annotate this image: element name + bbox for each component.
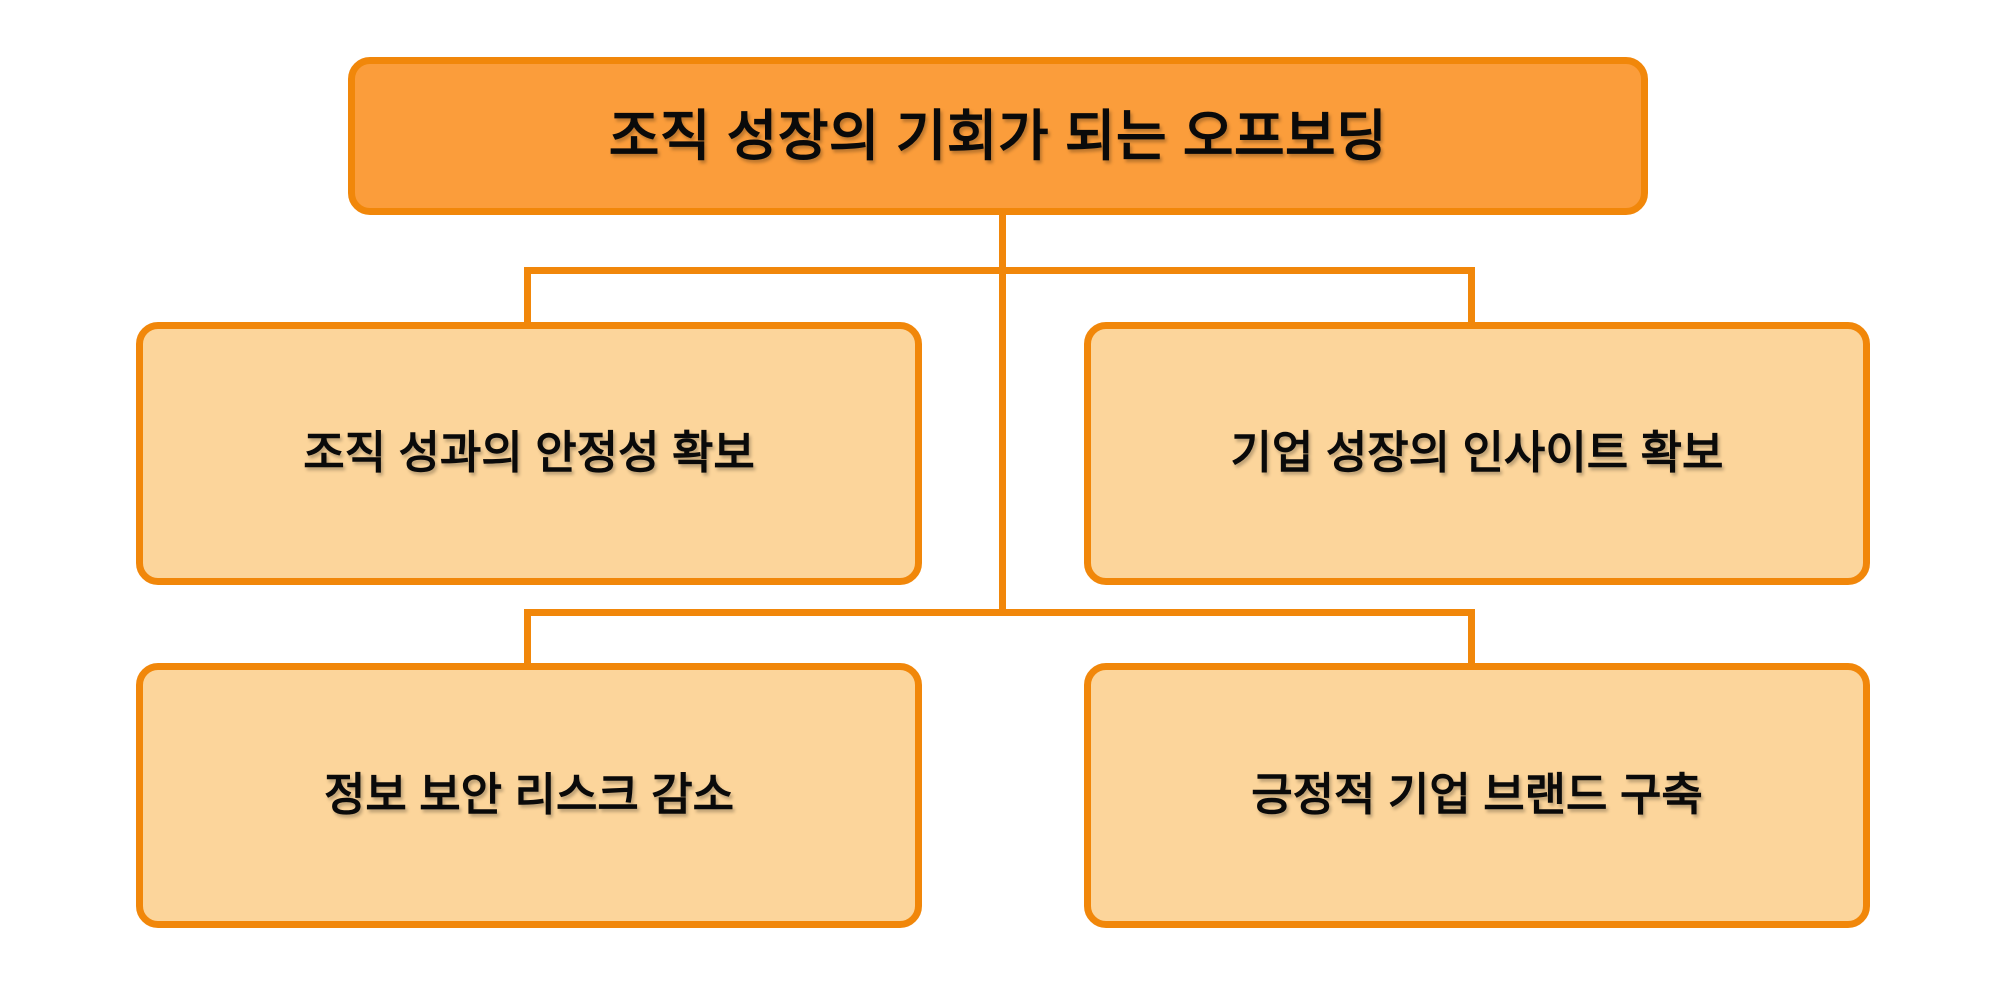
child-node-security-risk: 정보 보안 리스크 감소	[136, 663, 922, 928]
connector-lower-right-drop	[1468, 609, 1475, 669]
connector-upper-left-drop	[524, 267, 531, 327]
child-node-performance-stability: 조직 성과의 안정성 확보	[136, 322, 922, 585]
connector-trunk-vertical	[999, 212, 1006, 616]
child-node-label: 조직 성과의 안정성 확보	[303, 427, 755, 479]
child-node-label: 긍정적 기업 브랜드 구축	[1251, 769, 1703, 821]
connector-lower-left-drop	[524, 609, 531, 669]
connector-upper-right-drop	[1468, 267, 1475, 327]
child-node-growth-insight: 기업 성장의 인사이트 확보	[1084, 322, 1870, 585]
connector-lower-horizontal	[524, 609, 1475, 616]
child-node-label: 기업 성장의 인사이트 확보	[1230, 427, 1724, 479]
root-node-label: 조직 성장의 기회가 되는 오프보딩	[608, 104, 1388, 167]
child-node-label: 정보 보안 리스크 감소	[323, 769, 735, 821]
connector-upper-horizontal	[524, 267, 1475, 274]
child-node-brand-building: 긍정적 기업 브랜드 구축	[1084, 663, 1870, 928]
root-node: 조직 성장의 기회가 되는 오프보딩	[348, 57, 1648, 215]
